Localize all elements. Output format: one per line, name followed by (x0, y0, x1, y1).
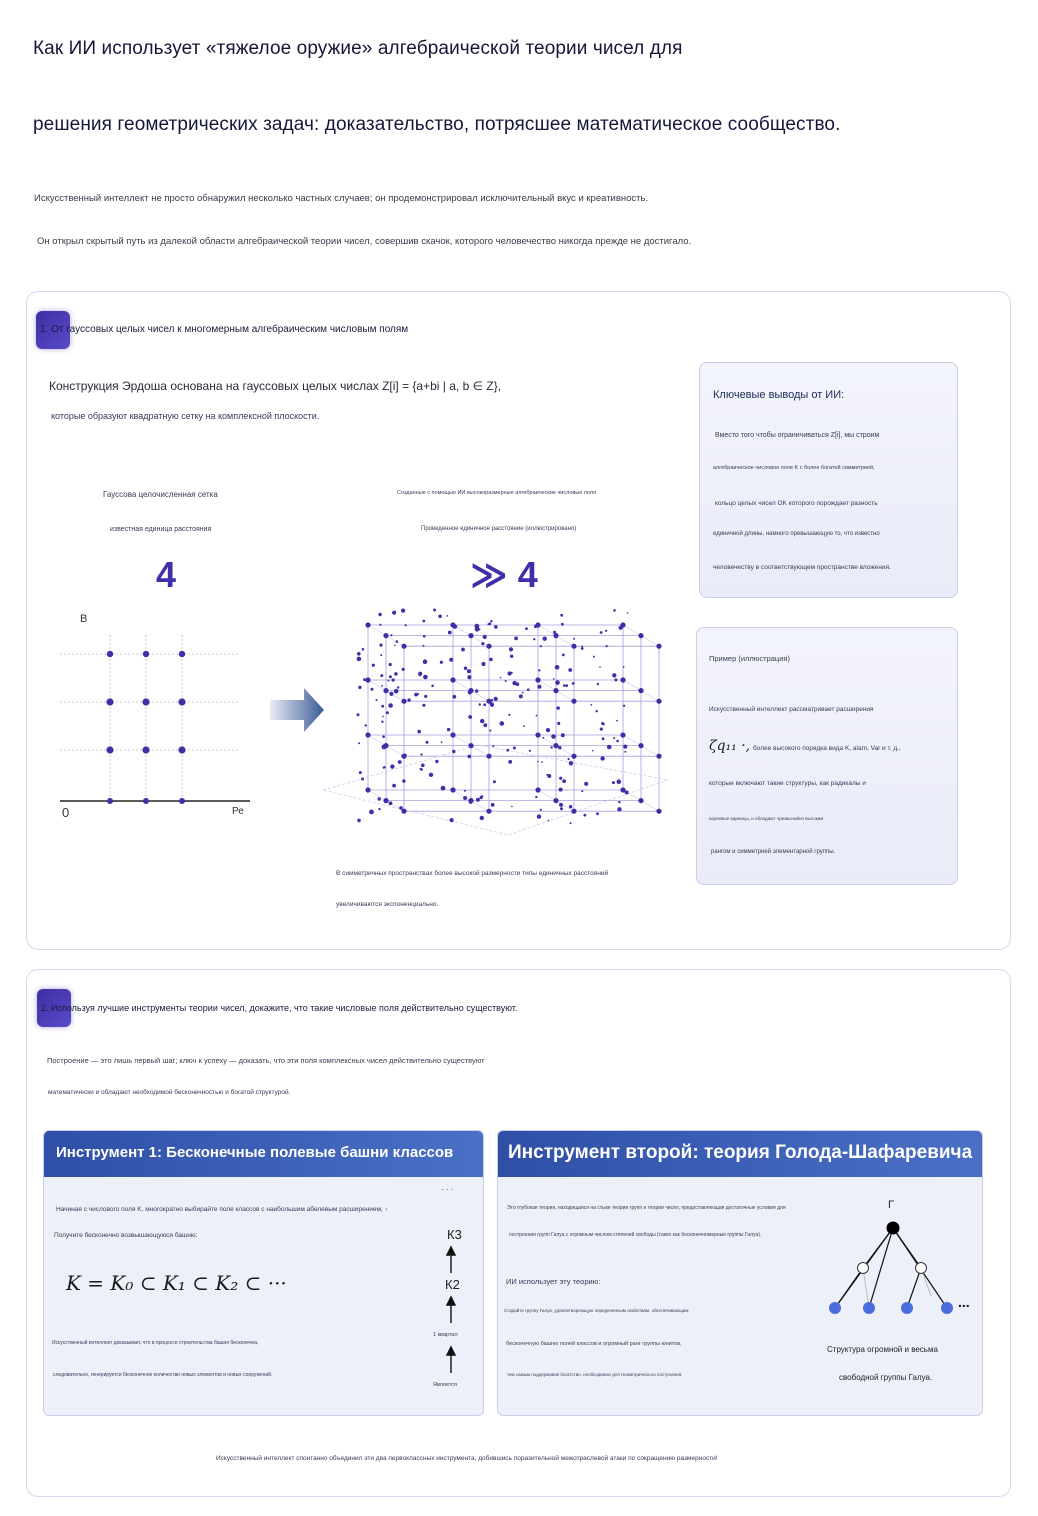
tool-1-formula: K = K₀ ⊂ K₁ ⊂ K₂ ⊂ ··· (66, 1271, 287, 1295)
gaussian-grid-caption: Гауссова целочисленная сетка (103, 490, 218, 499)
tower-dots: · · · (441, 1185, 454, 1194)
tool-1-line-2: Получите бесконечно возвышающуюся башню: (54, 1232, 198, 1239)
tree-caption-line-1: Структура огромной и весьма (827, 1345, 938, 1354)
ai-takeaways-line-3: кольцо целых чисел OK которого порождает… (715, 500, 878, 507)
section-1-title: 1. От гауссовых целых чисел к многомерны… (40, 324, 409, 335)
axis-origin-label: 0 (62, 805, 70, 820)
tower-k2: К2 (445, 1277, 460, 1292)
ai-takeaways-line-2: алгебраическое числовое поле K с более б… (713, 465, 875, 471)
example-title: Пример (иллюстрация) (709, 654, 790, 663)
axis-x-label: Ре (232, 806, 244, 817)
algebraic-field-caption: Созданные с помощью ИИ высокоразмерные а… (397, 490, 597, 496)
tool-1-card: Инструмент 1: Бесконечные полевые башни … (43, 1130, 484, 1416)
ai-takeaways-line-4: единичной длины, намного превышающую то,… (713, 531, 880, 537)
example-line-3: которые включают такие структуры, как ра… (709, 780, 866, 787)
tool-1-header: Инструмент 1: Бесконечные полевые башни … (44, 1131, 483, 1177)
page-title-line-2: решения геометрических задач: доказатель… (33, 114, 841, 135)
galois-group-tree (829, 1221, 953, 1314)
ai-takeaways-line-1: Вместо того чтобы ограничиваться Z[i], м… (715, 432, 880, 439)
tower-k3: К3 (447, 1227, 462, 1242)
example-line-1: Искусственный интеллект рассматривает ра… (709, 706, 874, 713)
tool-2-title: Инструмент второй: теория Голода-Шафарев… (508, 1142, 973, 1163)
gaussian-lattice-plot (60, 613, 250, 804)
tool-1-line-4: следовательно, генерируется бесконечное … (53, 1372, 273, 1378)
tower-is: Является (433, 1382, 458, 1388)
section-2-badge (37, 989, 71, 1027)
ai-takeaways-title: Ключевые выводы от ИИ: (713, 389, 845, 401)
tool-2-line-4: Создайте группу Галуа, удовлетворяющую о… (504, 1308, 689, 1313)
page-title-line-1: Как ИИ использует «тяжелое оружие» алгеб… (33, 38, 683, 59)
example-formula: ζq₁₁ ·, (709, 738, 751, 754)
intro-line-1: Искусственный интеллект не просто обнару… (34, 193, 649, 204)
section-1-intro-line-2: которые образуют квадратную сетку на ком… (51, 411, 320, 421)
tool-2-line-5: бесконечную башню полей классов и огромн… (506, 1341, 682, 1347)
tool-2-line-1: Это глубокая теория, находящаяся на стык… (507, 1205, 786, 1211)
example-card: Пример (иллюстрация) Искусственный интел… (696, 627, 958, 885)
tool-1-line-1: Начиная с числового поля K, многократно … (56, 1206, 388, 1213)
tree-caption-line-2: свободной группы Галуа. (839, 1373, 933, 1382)
section-2-footer: Искусственный интеллект спонтанно объеди… (216, 1455, 718, 1462)
tool-2-line-3: ИИ использует эту теорию: (506, 1277, 601, 1286)
tower-q1: 1 квартал (433, 1332, 458, 1338)
tree-root-label: Г (888, 1199, 894, 1211)
intro-line-2: Он открыл скрытый путь из далекой област… (37, 236, 692, 247)
tool-2-header: Инструмент второй: теория Голода-Шафарев… (498, 1131, 982, 1177)
tool-1-line-3: Искусственный интеллект доказывает, что … (52, 1340, 259, 1346)
tool-2-line-6: тем самым поддерживая богатство, необход… (507, 1372, 683, 1377)
tool-1-title: Инструмент 1: Бесконечные полевые башни … (56, 1144, 454, 1161)
section-1-badge (36, 311, 70, 349)
section-1-bottom-line-2: увеличиваются экспоненциально. (336, 901, 439, 908)
tower-arrows (445, 1245, 457, 1373)
example-line-5: рангом и симметрией элементарной группы. (711, 849, 836, 855)
section-2-intro-line-1: Построение — это лишь первый шаг; ключ к… (47, 1056, 485, 1065)
tool-2-card: Инструмент второй: теория Голода-Шафарев… (497, 1130, 983, 1416)
transition-arrow-icon (270, 688, 324, 732)
ai-takeaways-line-5: человечеству в соответствующем пространс… (713, 564, 891, 571)
axis-y-label: В (80, 613, 88, 625)
tool-2-line-2: построения групп Галуа с огромным числом… (509, 1232, 762, 1238)
section-2-title: 2. Используя лучшие инструменты теории ч… (41, 1003, 518, 1013)
high-dimensional-lattice-illustration (321, 608, 670, 836)
example-line-4: корневые единицы, и обладают чрезвычайно… (709, 816, 824, 821)
example-line-2: более высокого порядка вида K, alam, Var… (753, 745, 901, 752)
algebraic-field-subcaption: Проведенное единичное расстояние (иллюст… (421, 526, 577, 532)
section-2-intro-line-2: математически и обладают необходимой бес… (48, 1089, 291, 1096)
section-1-intro-line-1: Конструкция Эрдоша основана на гауссовых… (49, 379, 502, 393)
tree-more-dots: ... (958, 1294, 970, 1310)
gaussian-unit-count: 4 (156, 554, 177, 595)
gaussian-grid-subcaption: известная единица расстояния (110, 526, 212, 533)
ai-takeaways-card: Ключевые выводы от ИИ: Вместо того чтобы… (699, 362, 958, 598)
algebraic-unit-count: ≫ 4 (470, 554, 538, 595)
section-1-bottom-line-1: В симметричных пространствах более высок… (336, 870, 609, 877)
